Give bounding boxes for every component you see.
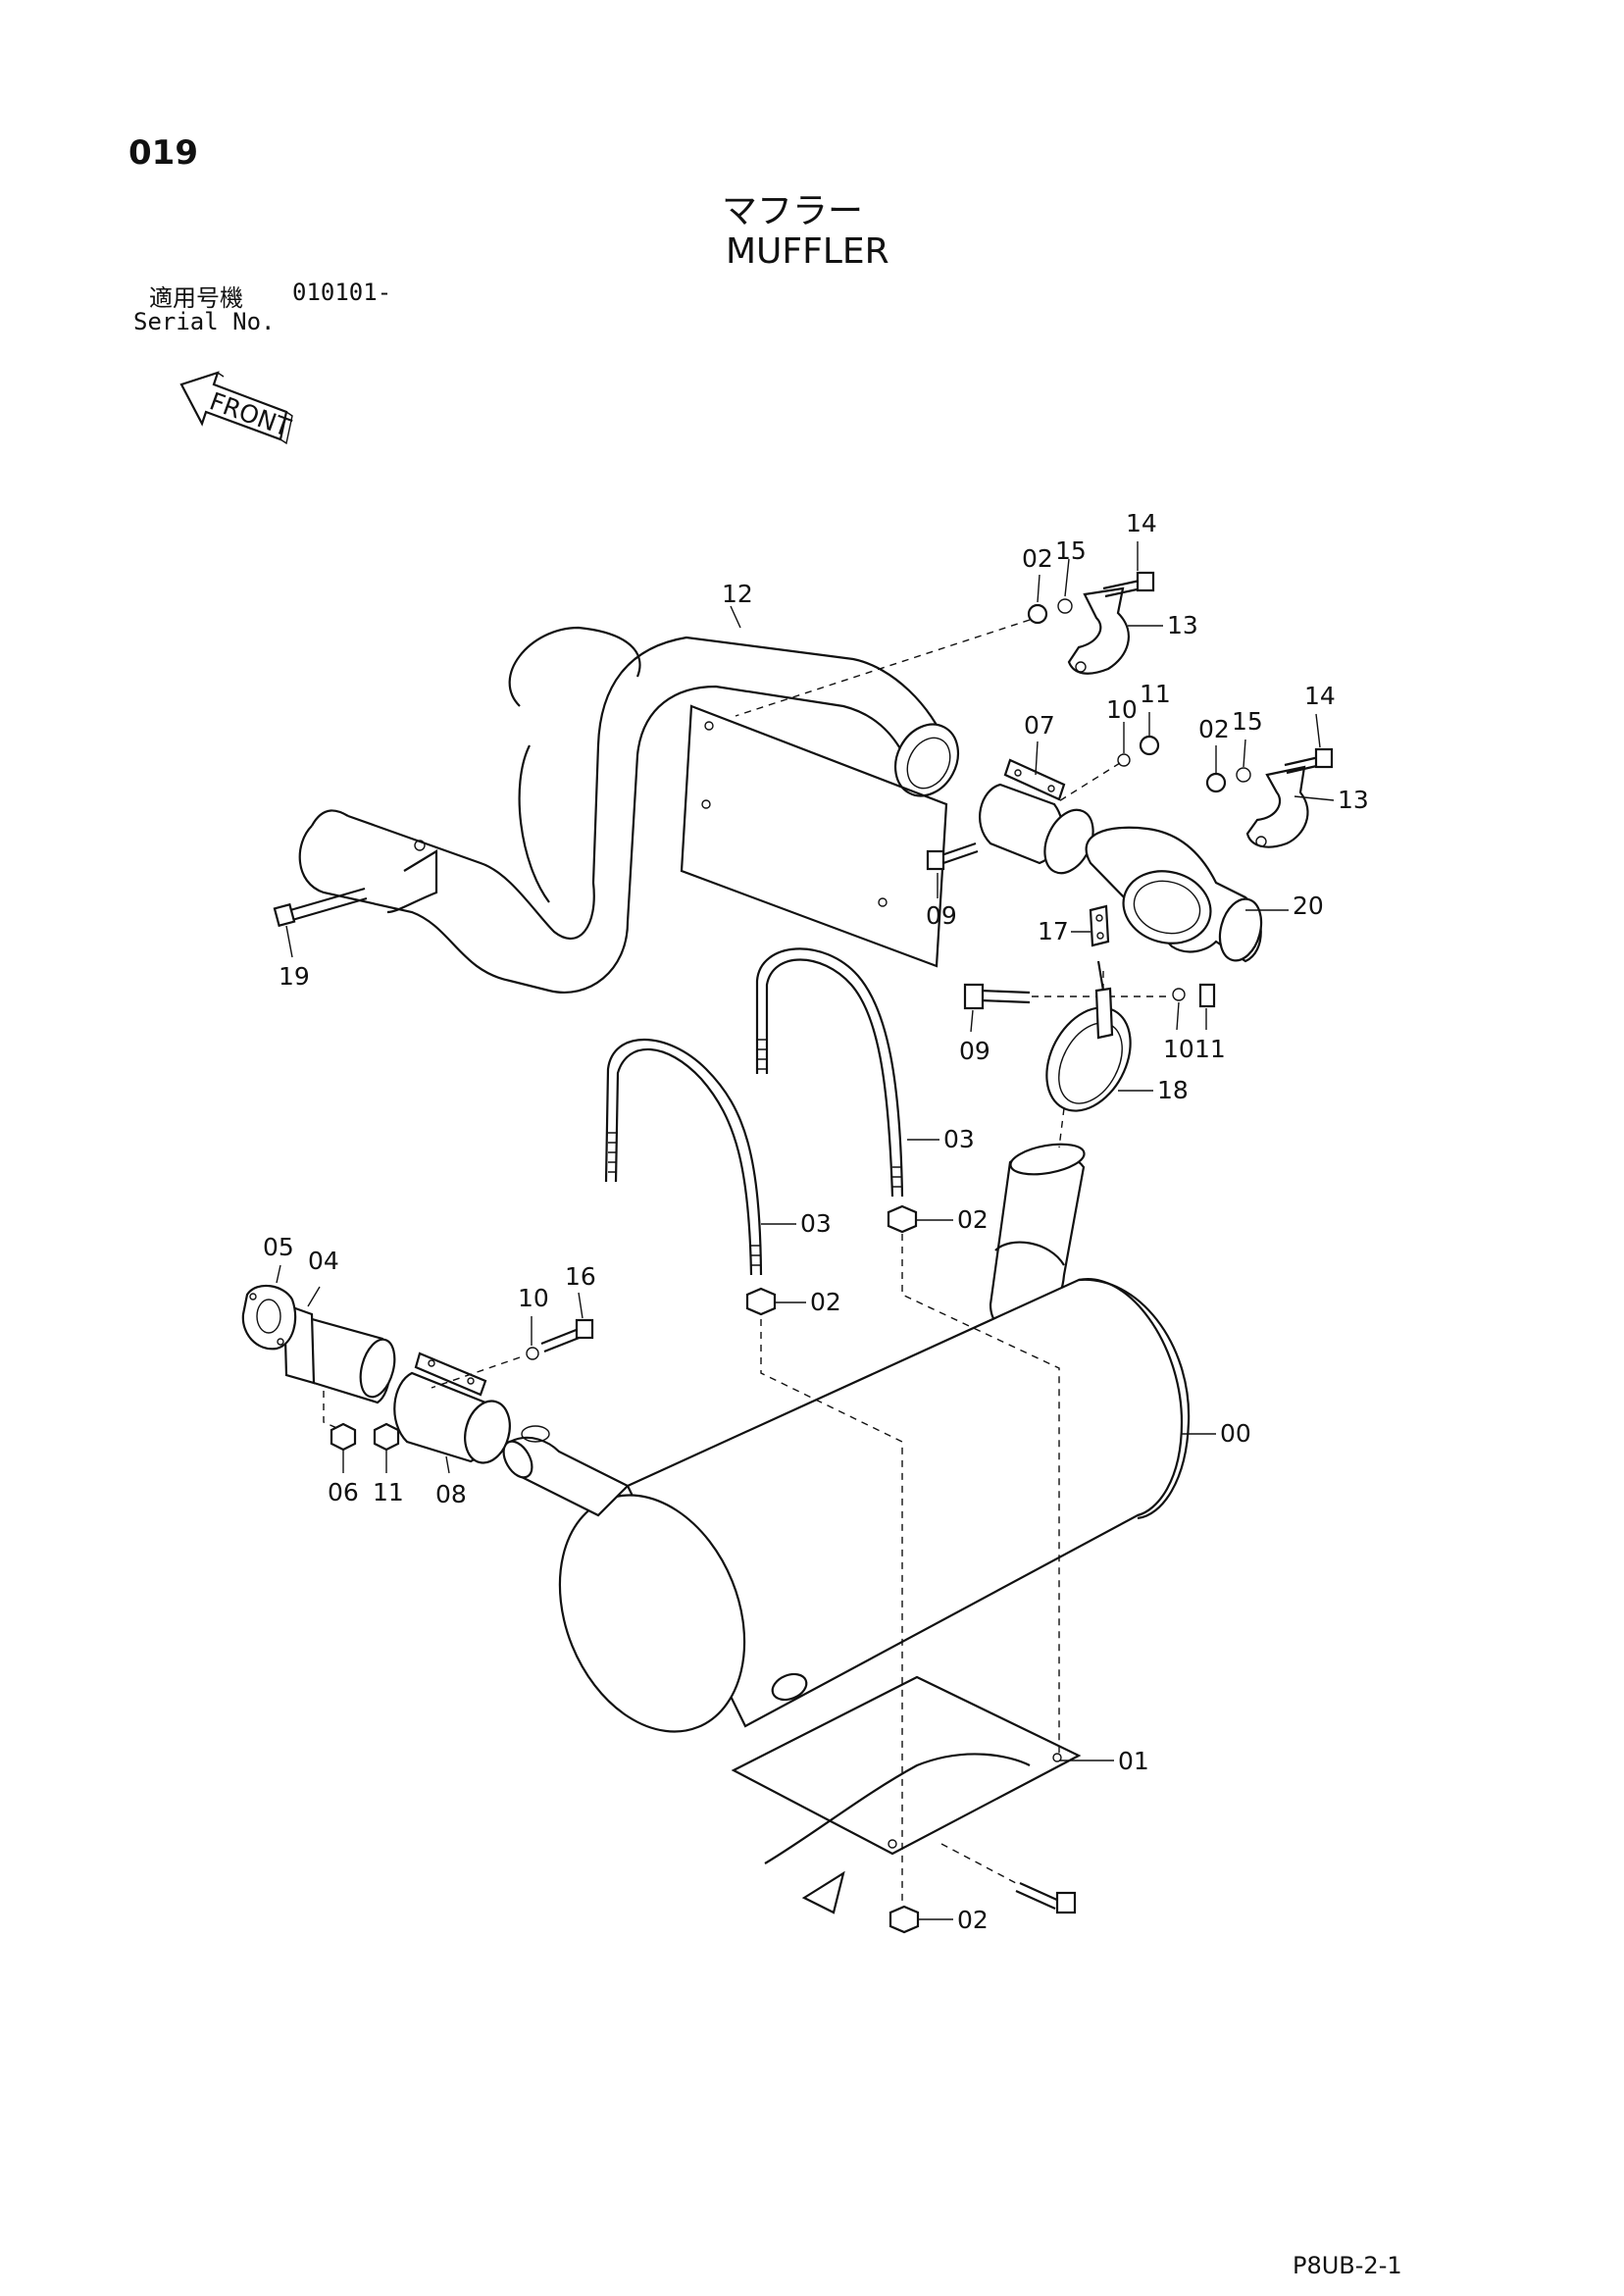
callout-20: 20 xyxy=(1293,892,1324,920)
front-label: FRONT xyxy=(206,386,295,442)
u-bolt-03-left xyxy=(604,1039,763,1276)
leader-lines xyxy=(276,541,1335,1920)
callout-10c: 10 xyxy=(518,1284,549,1312)
bolt-19 xyxy=(273,887,368,928)
nut-02-left xyxy=(745,1287,777,1316)
drawing-code: P8UB-2-1 xyxy=(1293,2252,1402,2279)
nut-02-right xyxy=(887,1204,918,1234)
bolt-09-lower xyxy=(963,983,1167,1010)
u-bolt-03-right xyxy=(755,947,904,1198)
bracket-01 xyxy=(731,1675,1082,1914)
washer-10b xyxy=(1172,988,1186,1001)
callout-14b: 14 xyxy=(1304,682,1336,710)
nut-11a xyxy=(1139,735,1160,756)
serial-value: 010101- xyxy=(292,279,392,306)
callout-10b: 10 xyxy=(1163,1035,1194,1063)
callout-07: 07 xyxy=(1024,711,1055,740)
callout-13b: 13 xyxy=(1338,786,1369,814)
callout-12: 12 xyxy=(722,580,753,608)
callout-11a: 11 xyxy=(1140,680,1171,708)
callout-03b: 03 xyxy=(800,1209,832,1238)
washer-10a xyxy=(1117,753,1131,767)
dash-guide-left xyxy=(760,1319,903,1908)
callout-01: 01 xyxy=(1118,1747,1149,1775)
callout-08: 08 xyxy=(435,1480,467,1508)
serial-label-japanese: 適用号機 xyxy=(149,284,243,312)
callout-06: 06 xyxy=(328,1478,359,1506)
tail-pipe-04 xyxy=(282,1302,396,1404)
nut-02-bottom xyxy=(888,1905,920,1934)
title-japanese: マフラー xyxy=(722,191,864,231)
nut-11b xyxy=(1198,983,1216,1008)
serial-label-english: Serial No. xyxy=(133,308,276,335)
callout-15b: 15 xyxy=(1232,707,1263,736)
muffler-body xyxy=(558,1278,1191,1733)
callout-04: 04 xyxy=(308,1247,339,1275)
callout-15a: 15 xyxy=(1055,536,1087,565)
callout-13a: 13 xyxy=(1167,611,1198,639)
front-arrow-icon: FRONT xyxy=(179,371,295,445)
callout-10a: 10 xyxy=(1106,695,1138,724)
callout-16: 16 xyxy=(565,1262,596,1291)
dash-guide-inlet xyxy=(1058,1107,1065,1148)
clamp-18 xyxy=(1045,960,1132,1112)
clamp-cluster-a xyxy=(1027,571,1155,675)
bolt-16 xyxy=(431,1318,594,1389)
callout-18: 18 xyxy=(1157,1076,1189,1104)
dash-guide-right xyxy=(901,1234,1060,1756)
dash-guide-07 xyxy=(1053,762,1121,805)
bolt-09-upper xyxy=(926,842,979,871)
callout-02d: 02 xyxy=(810,1288,841,1316)
callout-11b: 11 xyxy=(1194,1035,1226,1063)
title-english: MUFFLER xyxy=(726,231,889,272)
callout-03a: 03 xyxy=(943,1125,975,1153)
exhaust-pipe xyxy=(298,626,960,994)
callout-19: 19 xyxy=(279,962,310,991)
callout-02b: 02 xyxy=(1198,715,1230,743)
dash-guide-06 xyxy=(323,1391,342,1431)
clamp-08 xyxy=(393,1352,511,1464)
clamp-07 xyxy=(979,758,1094,875)
dash-guide-13a xyxy=(735,619,1031,717)
muffler-inlet-pipe xyxy=(989,1143,1086,1332)
bolt-lower xyxy=(940,1843,1077,1914)
gasket-17 xyxy=(1089,904,1110,947)
callout-11c: 11 xyxy=(373,1478,404,1506)
page-number: 019 xyxy=(128,133,198,173)
callout-00: 00 xyxy=(1220,1419,1251,1448)
callout-09b: 09 xyxy=(959,1037,990,1065)
callout-14a: 14 xyxy=(1126,509,1157,537)
callout-05: 05 xyxy=(263,1233,294,1261)
callout-09a: 09 xyxy=(926,901,957,930)
gasket-05 xyxy=(241,1284,297,1351)
nut-06 xyxy=(330,1422,357,1452)
nut-11-lower xyxy=(373,1422,400,1452)
elbow-20 xyxy=(1085,826,1263,963)
callout-02c: 02 xyxy=(957,1205,989,1234)
callout-17: 17 xyxy=(1038,917,1069,945)
callout-02e: 02 xyxy=(957,1906,989,1934)
clamp-cluster-b xyxy=(1205,747,1334,848)
muffler-outlet-pipe xyxy=(502,1425,630,1517)
callout-02a: 02 xyxy=(1022,544,1053,573)
